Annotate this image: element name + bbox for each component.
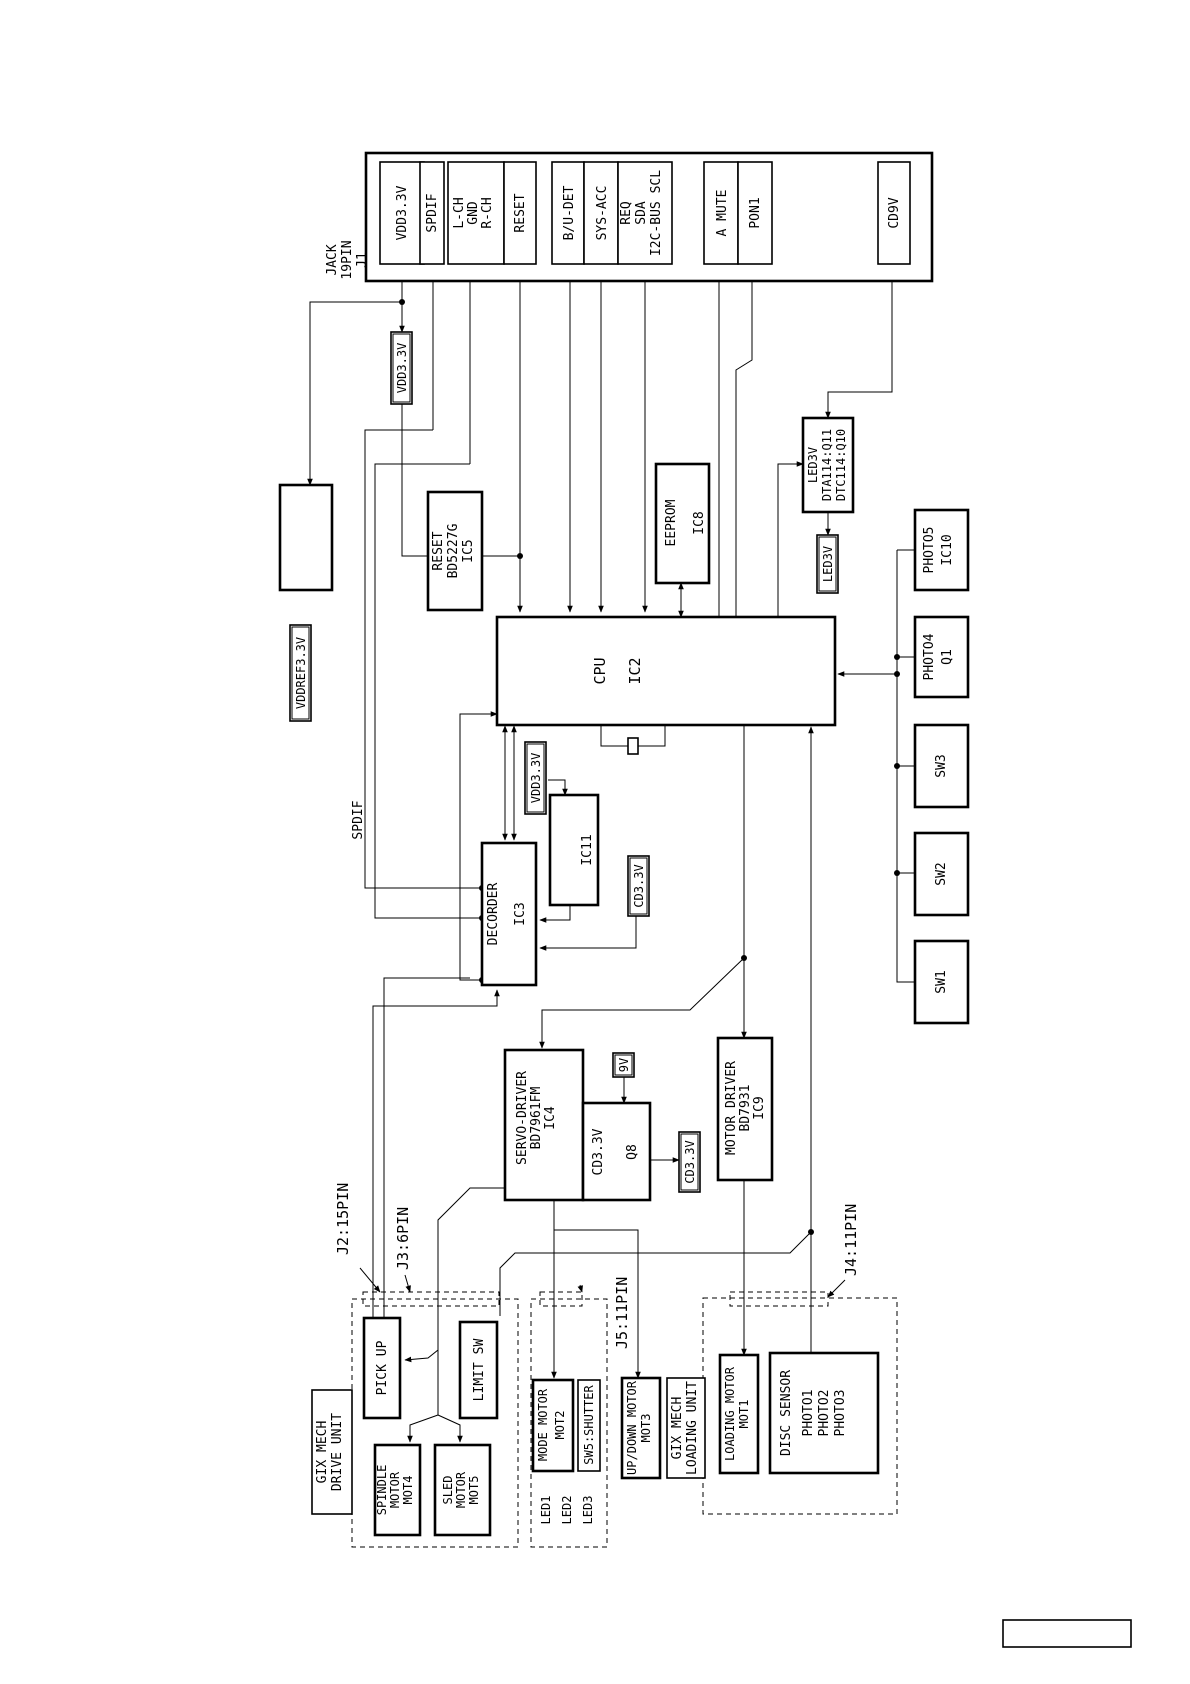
pin-reset: RESET [513, 193, 528, 232]
disc-sensor-line2: PHOTO1 [801, 1390, 816, 1437]
reset-ic-line3: IC5 [461, 539, 476, 562]
eeprom-line2: IC8 [692, 511, 707, 534]
crystal [627, 737, 639, 755]
jack-title-1: JACK [325, 244, 340, 275]
disc-sensor-line4: PHOTO3 [833, 1390, 848, 1437]
servo-line2: BD7961FM [529, 1087, 544, 1150]
reset-ic-line1: RESET [431, 531, 446, 570]
spindle-line2: MOTOR [388, 1471, 402, 1508]
photo4-line1: PHOTO4 [922, 633, 937, 680]
j2-label: J2:15PIN [334, 1183, 352, 1255]
j5-label: J5:11PIN [613, 1277, 631, 1349]
blocks: RESET BD5227G IC5 EEPROM IC8 LED3V DTA11… [278, 416, 970, 1202]
pin-pon1: PON1 [748, 197, 763, 228]
jack-title-2: 19PIN [340, 240, 355, 279]
page-corner-box [1002, 1619, 1132, 1648]
vddref-regulator [278, 483, 334, 592]
sled-line1: SLED [441, 1476, 455, 1505]
led-driver-line2: DTA114:Q11 [820, 429, 834, 501]
power-labels: VDD3.3V VDDREF3.3V VDD3.3V CD3.3V LED3V … [289, 331, 839, 1193]
reset-ic-line2: BD5227G [446, 523, 461, 578]
photo5-line2: IC10 [940, 534, 955, 565]
j4-label: J4:11PIN [842, 1204, 860, 1276]
led1-label: LED1 [539, 1496, 553, 1525]
jack-j1: JACK 19PIN J1 VDD3.3V SPDIF L-CH GND R-C… [325, 151, 934, 283]
pin-sysacc: SYS-ACC [595, 186, 610, 241]
pin-sda: SDA [634, 201, 649, 225]
updown-line1: UP/DOWN MOTOR [625, 1380, 639, 1475]
cd33-label-a: CD3.3V [632, 864, 646, 907]
loading-motor-line2: MOT1 [737, 1400, 751, 1429]
servo-line1: SERVO-DRIVER [515, 1071, 530, 1165]
loading-unit-line1: GIX MECH [670, 1397, 685, 1460]
pin-vdd: VDD3.3V [395, 185, 410, 240]
pin-cd9v: CD9V [887, 197, 902, 228]
spindle-line3: MOT4 [401, 1476, 415, 1505]
spindle-line1: SPINDLE [375, 1465, 389, 1516]
photo5-line1: PHOTO5 [922, 527, 937, 574]
pin-amute: A MUTE [715, 190, 730, 237]
led3v-label: LED3V [821, 546, 835, 582]
led2-label: LED2 [560, 1496, 574, 1525]
q8-line2: Q8 [625, 1144, 640, 1160]
disc-sensor-line3: PHOTO2 [817, 1390, 832, 1437]
vdd-label-a: VDD3.3V [395, 343, 409, 394]
j2-j3-header [362, 1291, 500, 1307]
mode-motor-line2: MOT2 [553, 1411, 567, 1440]
pin-lch: L-CH [452, 197, 467, 228]
cd33-label-b: CD3.3V [683, 1140, 697, 1183]
loading-unit-line2: LOADING UNIT [685, 1381, 700, 1475]
sw2-label: SW2 [934, 862, 949, 885]
drive-unit-line1: GIX MECH [315, 1421, 330, 1484]
sw1-label: SW1 [934, 970, 949, 993]
vdd-label-b: VDD3.3V [529, 753, 543, 804]
pin-req: REQ [619, 201, 634, 225]
j4-header [729, 1291, 829, 1307]
ic11-label: IC11 [580, 834, 595, 865]
updown-line2: MOT3 [639, 1414, 653, 1443]
sw5-label: SW5:SHUTTER [582, 1384, 596, 1464]
wires [307, 237, 915, 1443]
decoder-line1: DECORDER [486, 883, 501, 946]
cpu-line2: IC2 [626, 657, 644, 684]
pin-spdif: SPDIF [425, 193, 440, 232]
sw3-label: SW3 [934, 754, 949, 777]
mode-motor-line1: MODE MOTOR [536, 1388, 550, 1461]
pin-scl: I2C-BUS SCL [649, 170, 664, 256]
jack-title-3: J1 [355, 252, 370, 268]
led3-label: LED3 [581, 1496, 595, 1525]
photo4-line2: Q1 [940, 649, 955, 665]
motor-driver-line1: MOTOR DRIVER [724, 1061, 739, 1155]
pin-gnd: GND [466, 201, 481, 225]
pin-rch: R-CH [480, 197, 495, 228]
j5-header [539, 1291, 583, 1307]
drive-unit-line2: DRIVE UNIT [330, 1413, 345, 1491]
decoder-line2: IC3 [513, 902, 528, 925]
limitsw-label: LIMIT SW [472, 1339, 487, 1402]
loading-motor-line1: LOADING MOTOR [723, 1366, 737, 1461]
cpu-line1: CPU [591, 657, 609, 684]
connector-labels: J2:15PIN J3:6PIN J4:11PIN J5:11PIN SPDIF [334, 800, 860, 1349]
sled-line3: MOT5 [467, 1476, 481, 1505]
mech-units: GIX MECH DRIVE UNIT PICK UP LIMIT SW SPI… [311, 1316, 880, 1537]
mode-unit-outline [530, 1298, 608, 1548]
led-driver-line1: LED3V [806, 447, 820, 483]
vddref-label: VDDREF3.3V [294, 637, 308, 709]
pickup-label: PICK UP [375, 1340, 390, 1395]
led-driver-line3: DTC114:Q10 [834, 429, 848, 501]
servo-line3: IC4 [543, 1106, 558, 1130]
j3-label: J3:6PIN [394, 1207, 412, 1270]
q8-line1: CD3.3V [591, 1128, 606, 1175]
spdif-signal-label: SPDIF [351, 800, 366, 839]
sled-line2: MOTOR [454, 1471, 468, 1508]
motor-driver-line2: BD7931 [738, 1085, 753, 1132]
v9-label: 9V [617, 1058, 631, 1072]
pin-budet: B/U-DET [562, 185, 577, 240]
eeprom-line1: EEPROM [664, 499, 679, 546]
disc-sensor-line1: DISC SENSOR [779, 1370, 794, 1456]
motor-driver-line3: IC9 [752, 1096, 767, 1119]
